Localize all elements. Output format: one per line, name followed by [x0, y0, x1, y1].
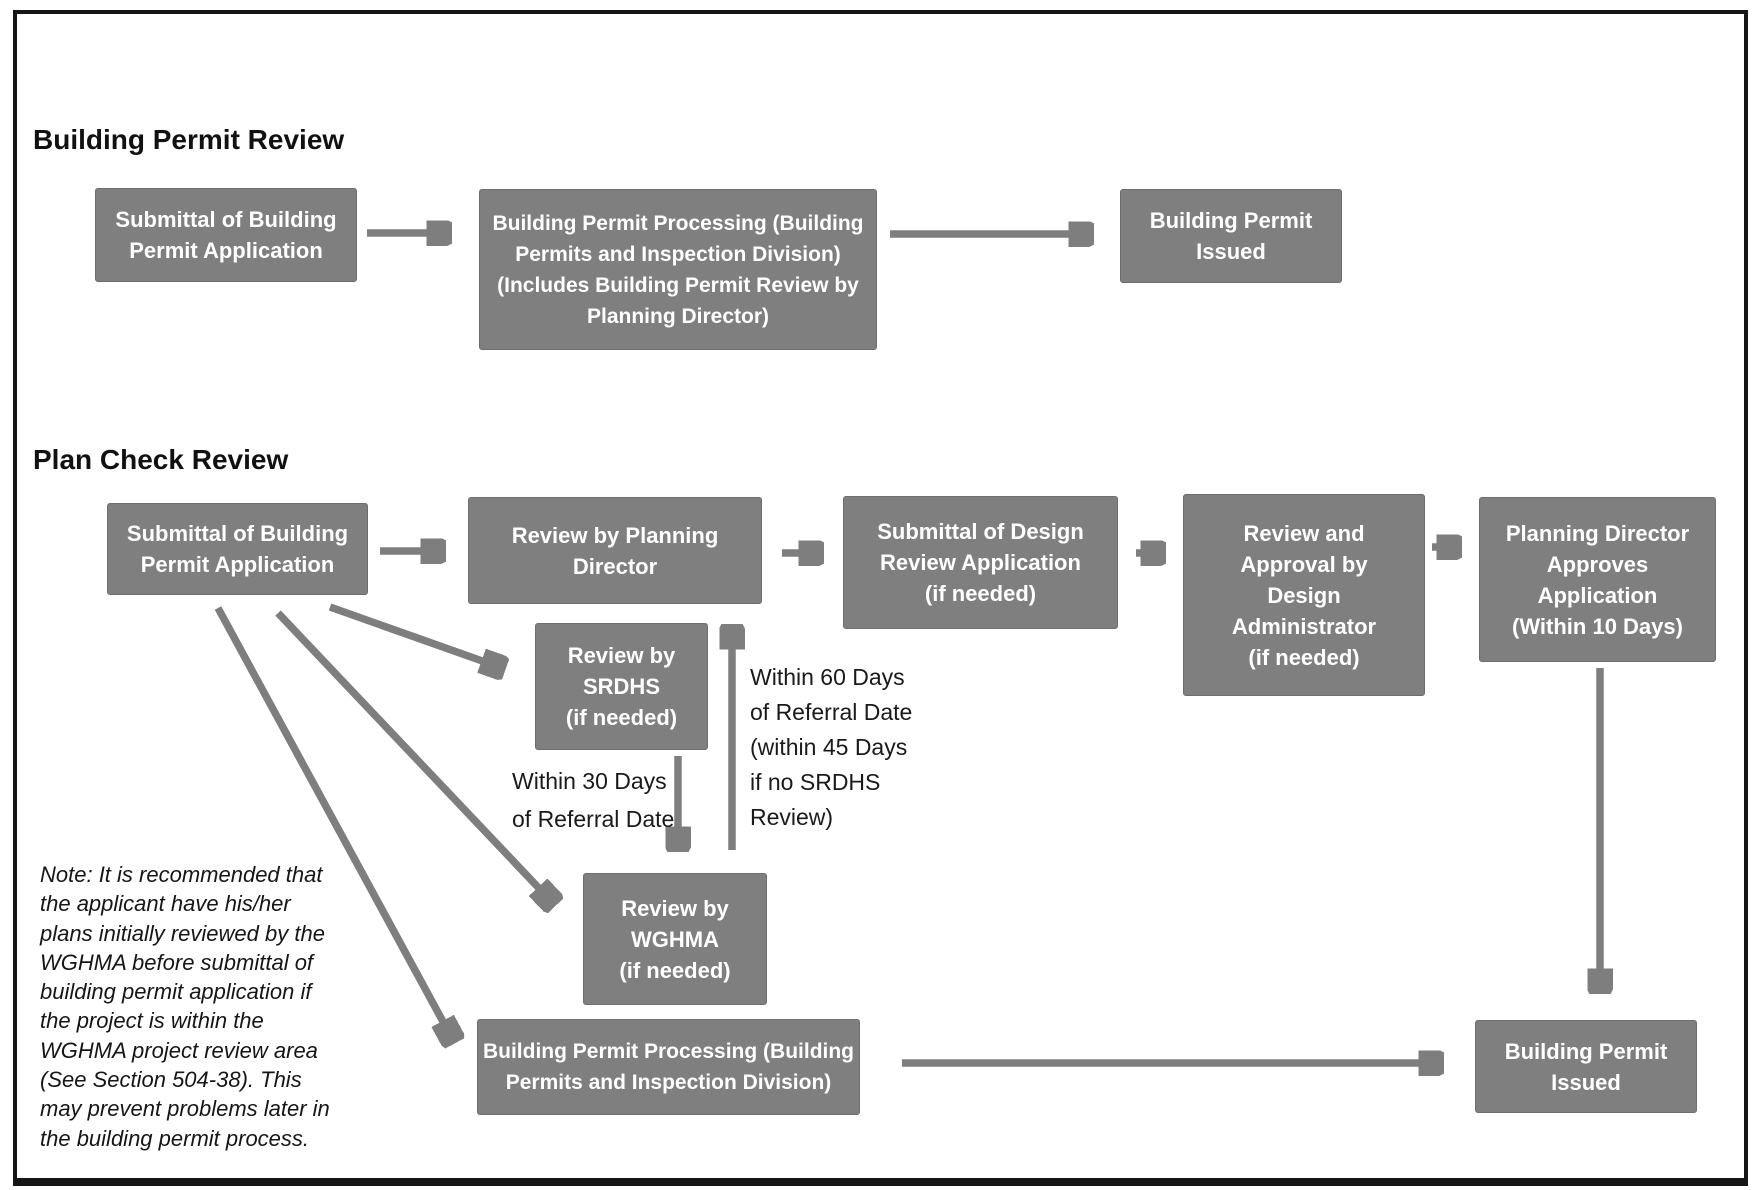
box-review-by-srdhs: Review by SRDHS (if needed) — [535, 623, 708, 750]
note-text: Note: It is recommended that the applica… — [40, 862, 330, 1151]
box-building-permit-issued-bottom: Building Permit Issued — [1475, 1020, 1697, 1113]
arrow-submittal-pc-to-processing-bottom — [214, 606, 453, 1040]
arrow-submittal-pc-to-srdhs — [328, 603, 502, 668]
box-review-by-wghma: Review by WGHMA (if needed) — [583, 873, 767, 1005]
box-submittal-building-permit-application-top: Submittal of Building Permit Application — [95, 188, 357, 282]
box-planning-director-approves-application: Planning Director Approves Application (… — [1479, 497, 1716, 662]
box-submittal-building-permit-application-plan-check: Submittal of Building Permit Application — [107, 503, 368, 595]
box-building-permit-issued-top: Building Permit Issued — [1120, 189, 1342, 283]
label-within-60-days: Within 60 Days of Referral Date (within … — [750, 664, 913, 830]
arrow-submittal-pc-to-wghma — [275, 610, 553, 903]
section-title-plan-check-review: Plan Check Review — [33, 444, 289, 475]
box-review-by-planning-director: Review by Planning Director — [468, 497, 762, 604]
section-title-building-permit-review: Building Permit Review — [33, 124, 345, 155]
box-building-permit-processing-top: Building Permit Processing (Building Per… — [479, 189, 877, 350]
box-building-permit-processing-bottom: Building Permit Processing (Building Per… — [477, 1019, 860, 1115]
box-submittal-of-design-review-application: Submittal of Design Review Application (… — [843, 496, 1118, 629]
page-border — [13, 10, 1748, 1186]
label-within-30-days: Within 30 Days of Referral Date — [512, 768, 675, 832]
box-review-approval-by-design-administrator: Review and Approval by Design Administra… — [1183, 494, 1425, 696]
